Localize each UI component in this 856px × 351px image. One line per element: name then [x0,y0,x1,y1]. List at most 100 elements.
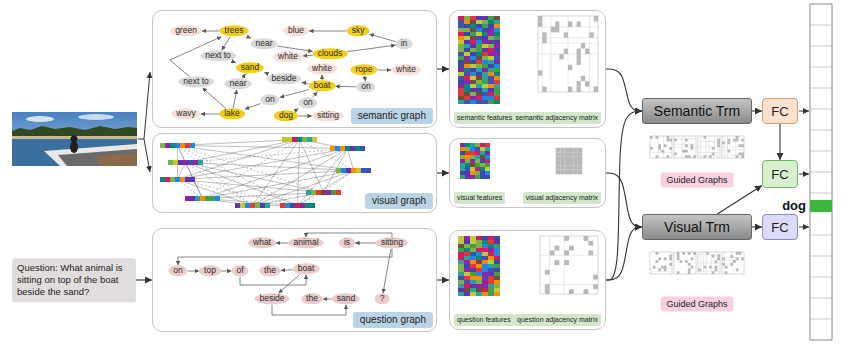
matrix-cell [685,150,688,153]
visual-graph-link [203,140,300,199]
matrix-frame [698,136,720,158]
feature-cell [482,52,488,56]
visual-graph-link [298,149,348,206]
feature-cell [488,20,494,24]
matrix-cell [741,139,744,142]
feature-cell [476,48,482,52]
feature-cell [458,20,464,24]
matrix-cell [736,155,739,158]
feature-panel: semantic featuressemantic adjacency matr… [449,10,606,128]
matrix-cell [712,271,715,274]
feature-cell [488,72,494,76]
feature-cell [470,284,476,288]
matrix-cell [712,153,715,156]
semantic-feature-grid [458,16,500,104]
feature-cell [470,288,476,292]
node-label: beside [271,74,296,83]
matrix-cell [712,255,715,258]
matrix-cell [733,139,736,142]
feature-cell [480,163,485,167]
feature-cell [488,252,494,256]
feature-cell [485,163,490,167]
feature-cell [464,276,470,280]
fc-layer: FC [762,160,798,188]
graph-edge [221,271,232,272]
feature-cell [255,203,260,208]
word-node: top [199,265,221,276]
feature-cell [476,44,482,48]
graph-edge [202,31,220,32]
feature-cell [476,92,482,96]
feature-cell [476,240,482,244]
node-label: is [344,238,350,247]
matrix-cell [577,54,581,59]
feature-cell [458,80,464,84]
feature-cell [470,60,476,64]
graph-edge [355,243,376,244]
feature-cell [485,151,490,155]
matrix-cell [674,139,677,142]
graph-edge [233,90,237,109]
matrix-cell [677,271,680,274]
feature-cell [175,177,180,182]
feature-cell [482,68,488,72]
node-label: white [312,64,332,73]
feature-cell [470,175,475,179]
feature-cell [470,88,476,92]
feature-cell [245,203,250,208]
matrix-cell [581,43,585,48]
layer-label: FC [771,167,788,182]
feature-cell [470,143,475,147]
matrix-cell [682,150,685,153]
feature-cell [458,76,464,80]
feature-cell [250,203,255,208]
feature-cell [464,244,470,248]
word-node: the [259,265,281,276]
feature-cell [485,147,490,151]
matrix-cell [556,157,560,161]
region-feature-bar [330,146,365,151]
matrix-cell [585,81,589,86]
feature-cell [193,160,198,165]
feature-cell [458,264,464,268]
feature-cell [346,168,351,173]
feature-cell [476,36,482,40]
feature-cell [476,248,482,252]
feature-cell [305,203,310,208]
matrix-cell [728,142,731,145]
matrix-cell [585,49,589,54]
feature-cell [482,252,488,256]
matrix-frame [556,148,582,174]
feature-cell [190,177,195,182]
graph-edge [302,82,309,83]
flow-arrow [606,111,642,280]
feature-cell [482,72,488,76]
feature-cell [458,52,464,56]
matrix-cell [569,246,574,251]
matrix-cell [584,289,589,294]
feature-cell [366,168,371,173]
matrix-cell [715,269,718,272]
feature-cell [460,155,465,159]
feature-cell [200,196,205,201]
matrix-cell [578,161,582,165]
matrix-cell [739,252,742,255]
feature-cell [476,288,482,292]
matrix-cell [669,139,672,142]
split-arrow [144,139,150,172]
region-feature-bar [306,190,341,195]
word-node: sand [332,293,360,304]
feature-cell [460,151,465,155]
feature-cell [482,48,488,52]
feature-cell [178,160,183,165]
feature-cell [482,44,488,48]
matrix-cell [569,170,573,174]
visual-feature-grid [460,143,490,179]
feature-cell [330,146,335,151]
feature-cell [488,272,494,276]
matrix-cell [685,260,688,263]
matrix-cell [565,152,569,156]
feature-cell [464,24,470,28]
graph-edge [202,88,225,109]
matrix-cell [741,258,744,261]
